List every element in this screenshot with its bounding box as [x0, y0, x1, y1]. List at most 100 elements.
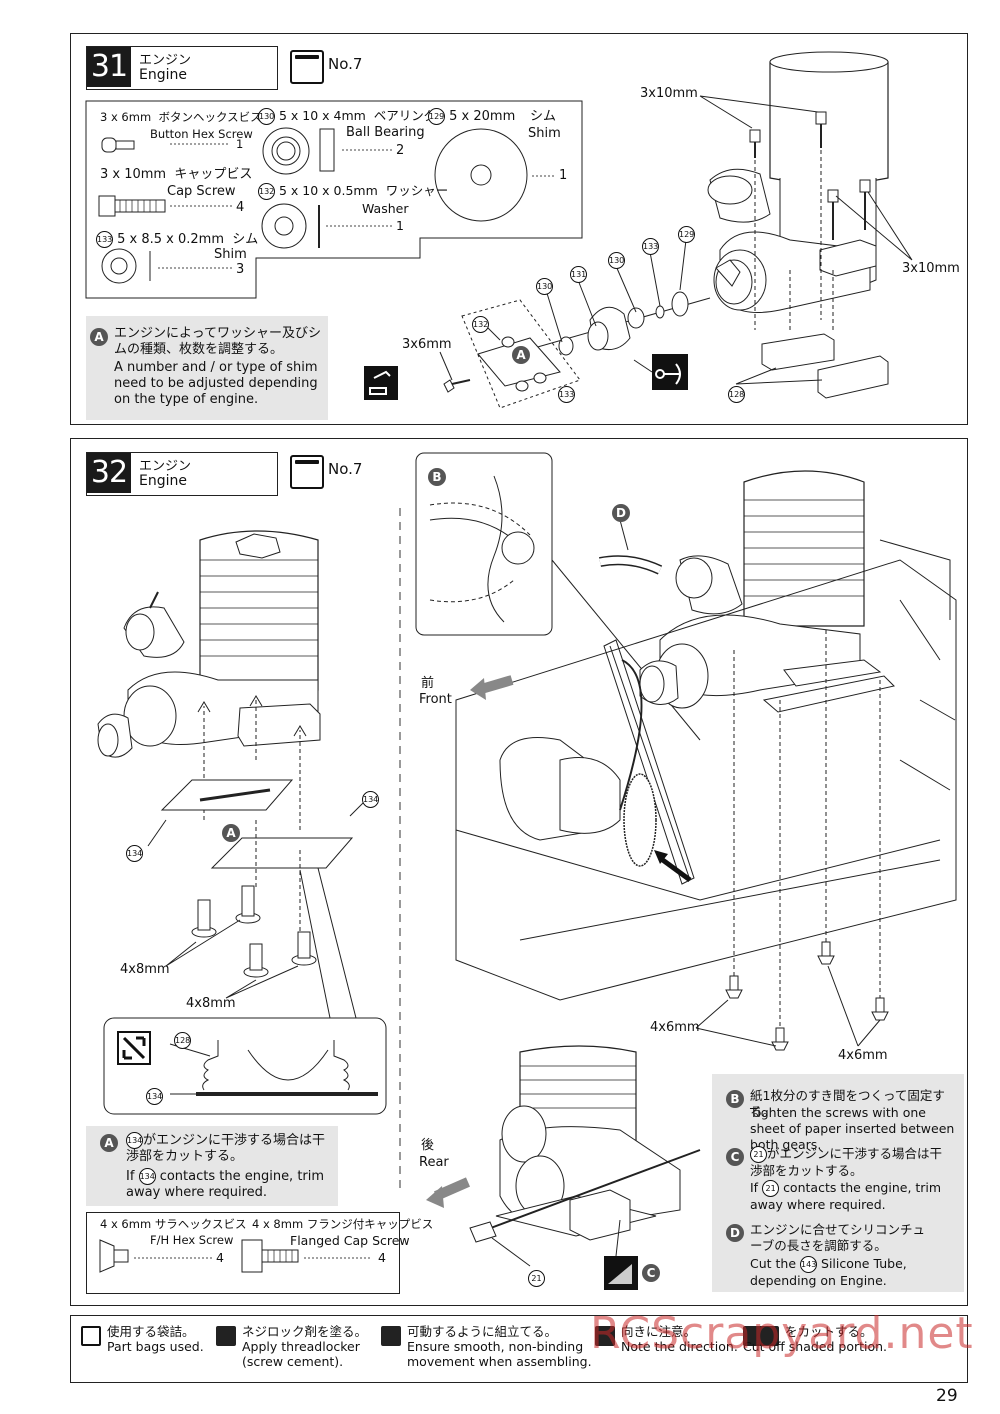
note-jp: エンジンによってワッシャー及びシムの種類、枚数を調整する。	[114, 326, 321, 357]
part-qty: 4	[216, 1250, 224, 1265]
note-en-text: contacts the engine, trim away where req…	[126, 1169, 325, 1200]
note-en: A number and / or type of shim need to b…	[114, 360, 318, 407]
bag-label: No.7	[328, 460, 363, 478]
step-title-en: Engine	[139, 473, 187, 489]
callout-134c: 134	[146, 1088, 163, 1105]
part-number: 133	[96, 231, 113, 248]
legend-jp: をカットする。	[785, 1324, 873, 1339]
part-qty: 1	[396, 218, 404, 233]
part-en: F/H Hex Screw	[150, 1233, 234, 1247]
part-4x6-label: 4 x 6mm サラヘックスビス	[100, 1217, 246, 1231]
part-4x8-label: 4 x 8mm フランジ付キャップビス	[252, 1217, 433, 1231]
note-part-number: 134	[126, 1132, 143, 1149]
note-c-en-pre: If	[750, 1180, 759, 1195]
step-number: 32	[87, 453, 131, 493]
rear-label-en: Rear	[419, 1155, 449, 1170]
part-qty: 4	[378, 1250, 386, 1265]
bag-indicator: No.7	[290, 455, 390, 489]
legend-en: Apply threadlocker (screw cement).	[242, 1339, 360, 1369]
legend-en: Ensure smooth, non-binding movement when…	[407, 1339, 592, 1369]
callout-129: 129	[678, 226, 695, 243]
callout-130: 130	[536, 278, 553, 295]
part-qty: 3	[236, 262, 245, 277]
part-en: Flanged Cap Screw	[290, 1233, 410, 1248]
callout-131: 131	[570, 266, 587, 283]
part-number: 129	[428, 108, 445, 125]
bag-icon	[290, 455, 324, 489]
step-31-note: A エンジンによってワッシャー及びシムの種類、枚数を調整する。 A number…	[86, 316, 328, 420]
note-d-en: Cut the 143 Silicone Tube, depending on …	[750, 1256, 950, 1289]
note-b-en: Tighten the screws with one sheet of pap…	[750, 1105, 955, 1152]
note-part-number: 21	[762, 1180, 780, 1197]
callout-128: 128	[728, 386, 745, 403]
front-label-jp: 前	[421, 676, 435, 691]
part-size: 5 x 20mm	[449, 109, 516, 124]
bag-icon	[290, 50, 324, 84]
note-part-number: 143	[800, 1256, 818, 1273]
legend-jp: 使用する袋詰。	[107, 1324, 195, 1339]
note-c-jp-text: がエンジンに干渉する場合は干渉部をカットする。	[750, 1146, 943, 1178]
bag-icon	[81, 1326, 101, 1346]
watermark: RCScrapyard.net	[590, 1308, 974, 1359]
callout-badge-a: A	[512, 345, 530, 364]
step-number: 31	[87, 47, 131, 87]
step-31-header: 31 エンジン Engine	[86, 46, 278, 90]
screw-callout-left: 3x6mm	[402, 337, 452, 352]
part-size: 3 x 6mm	[100, 110, 152, 124]
part-size: 3 x 10mm	[100, 167, 167, 182]
part-jp: サラヘックスビス	[154, 1217, 247, 1231]
screw-callout-4x6a: 4x6mm	[650, 1020, 700, 1035]
note-part-number: 21	[750, 1146, 767, 1163]
part-size: 4 x 8mm	[252, 1217, 304, 1231]
part-number: 130	[258, 108, 275, 125]
part-132-label: 132 5 x 10 x 0.5mm ワッシャー	[258, 183, 448, 200]
note-d-en-pre: Cut the	[750, 1256, 797, 1271]
inset-badge-b: B	[428, 467, 446, 486]
legend-en: Cut off shaded portion.	[743, 1339, 888, 1354]
direction-icon	[595, 1326, 615, 1346]
part-size: 5 x 10 x 0.5mm	[278, 183, 378, 198]
note-b-jp: 紙1枚分のすき間をつくって固定する。	[750, 1088, 945, 1119]
part-en: Shim	[528, 126, 561, 141]
step-title-jp: エンジン	[139, 53, 192, 68]
bag-indicator: No.7	[290, 50, 390, 84]
note-d-jp: エンジンに合せてシリコンチューブの長さを調節する。	[750, 1222, 926, 1253]
cut-icon	[743, 1326, 779, 1346]
part-jp: シム	[232, 232, 259, 247]
part-3x6-label: 3 x 6mm ボタンヘックスビス	[100, 110, 262, 124]
part-en: Washer	[362, 201, 409, 216]
part-en: Button Hex Screw	[150, 127, 253, 141]
part-jp: シム	[530, 109, 557, 124]
note-d-en-text: Silicone Tube, depending on Engine.	[750, 1256, 907, 1288]
part-size: 4 x 6mm	[100, 1217, 152, 1231]
part-en: Shim	[214, 247, 247, 262]
part-size: 5 x 10 x 4mm	[278, 108, 366, 123]
note-jp-text: がエンジンに干渉する場合は干渉部をカットする。	[126, 1133, 326, 1164]
part-jp: ボタンヘックスビス	[158, 110, 262, 124]
callout-badge-a: A	[222, 823, 240, 842]
callout-128: 128	[174, 1032, 191, 1049]
step-32-notes-bcd: B 紙1枚分のすき間をつくって固定する。 Tighten the screws …	[712, 1074, 964, 1292]
part-jp: ベアリング	[373, 108, 437, 123]
part-130-label: 130 5 x 10 x 4mm ベアリング	[258, 108, 436, 125]
part-size: 5 x 8.5 x 0.2mm	[117, 232, 225, 247]
part-qty: 4	[236, 200, 245, 215]
callout-133b: 133	[558, 386, 575, 403]
part-jp: ワッシャー	[385, 183, 449, 198]
callout-21: 21	[528, 1270, 545, 1287]
part-qty: 1	[236, 137, 244, 151]
legend-jp: 可動するように組立てる。	[407, 1324, 558, 1339]
threadlocker-icon	[216, 1326, 236, 1346]
note-badge: A	[100, 1133, 118, 1152]
note-c-en-text: contacts the engine, trim away where req…	[750, 1180, 942, 1212]
smooth-movement-icon	[381, 1326, 401, 1346]
page-number: 29	[936, 1386, 958, 1406]
note-c-en: If 21 contacts the engine, trim away whe…	[750, 1180, 950, 1213]
screw-callout-4x6b: 4x6mm	[838, 1048, 888, 1063]
legend-jp: ネジロック剤を塗る。	[242, 1324, 368, 1339]
